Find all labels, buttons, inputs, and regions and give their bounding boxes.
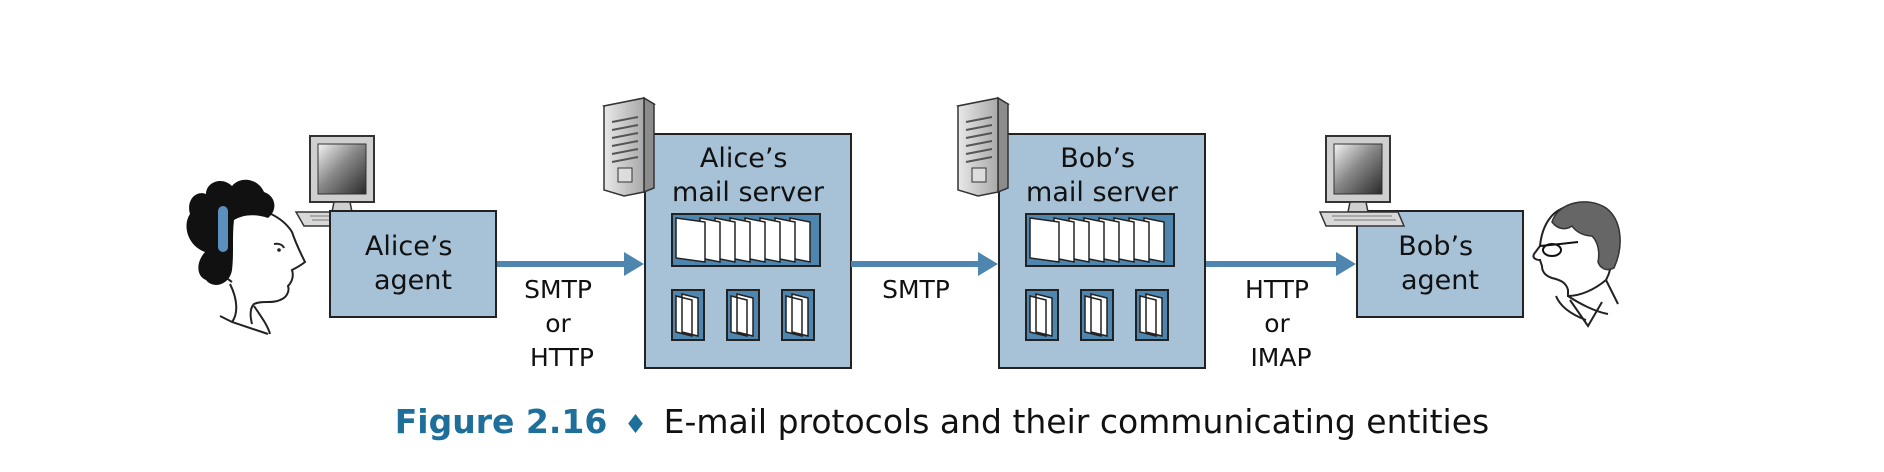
alice-agent-label: Alice’s agent [365,231,461,296]
bob-mailbox [1080,289,1114,341]
bob-mail-server-label: Bob’s mail server [1026,143,1179,208]
diamond-separator-icon: ♦ [623,410,648,440]
alice-message-queue [671,213,821,267]
bob-agent-label: Bob’s agent [1398,231,1481,296]
alice-mail-server-label: Alice’s mail server [672,143,825,208]
bob-person-icon [1532,201,1621,328]
bob-message-queue [1025,213,1175,267]
alice-mailbox [781,289,815,341]
alice-person-icon [186,179,307,335]
protocol-label-smtp: SMTP [882,275,950,304]
protocol-label-http-or-imap: HTTP or IMAP [1245,275,1317,372]
bob-server-tower-icon [955,96,1011,197]
figure-caption-text: E-mail protocols and their communicating… [663,402,1490,441]
bob-agent-box [1356,210,1524,318]
bob-computer-icon [1318,135,1406,227]
arrow-alice-agent-to-alice-server [497,252,644,276]
figure-caption: Figure 2.16 ♦ E-mail protocols and their… [0,402,1884,441]
arrow-bob-server-to-bob-agent [1206,252,1356,276]
figure-number: Figure 2.16 [394,402,608,441]
arrow-alice-server-to-bob-server [851,252,998,276]
alice-server-tower-icon [601,96,657,197]
bob-mailbox [1135,289,1169,341]
alice-agent-box [329,210,497,318]
protocol-label-smtp-or-http: SMTP or HTTP [524,275,600,372]
alice-mailbox [726,289,760,341]
alice-mailbox [671,289,705,341]
bob-mailbox [1025,289,1059,341]
